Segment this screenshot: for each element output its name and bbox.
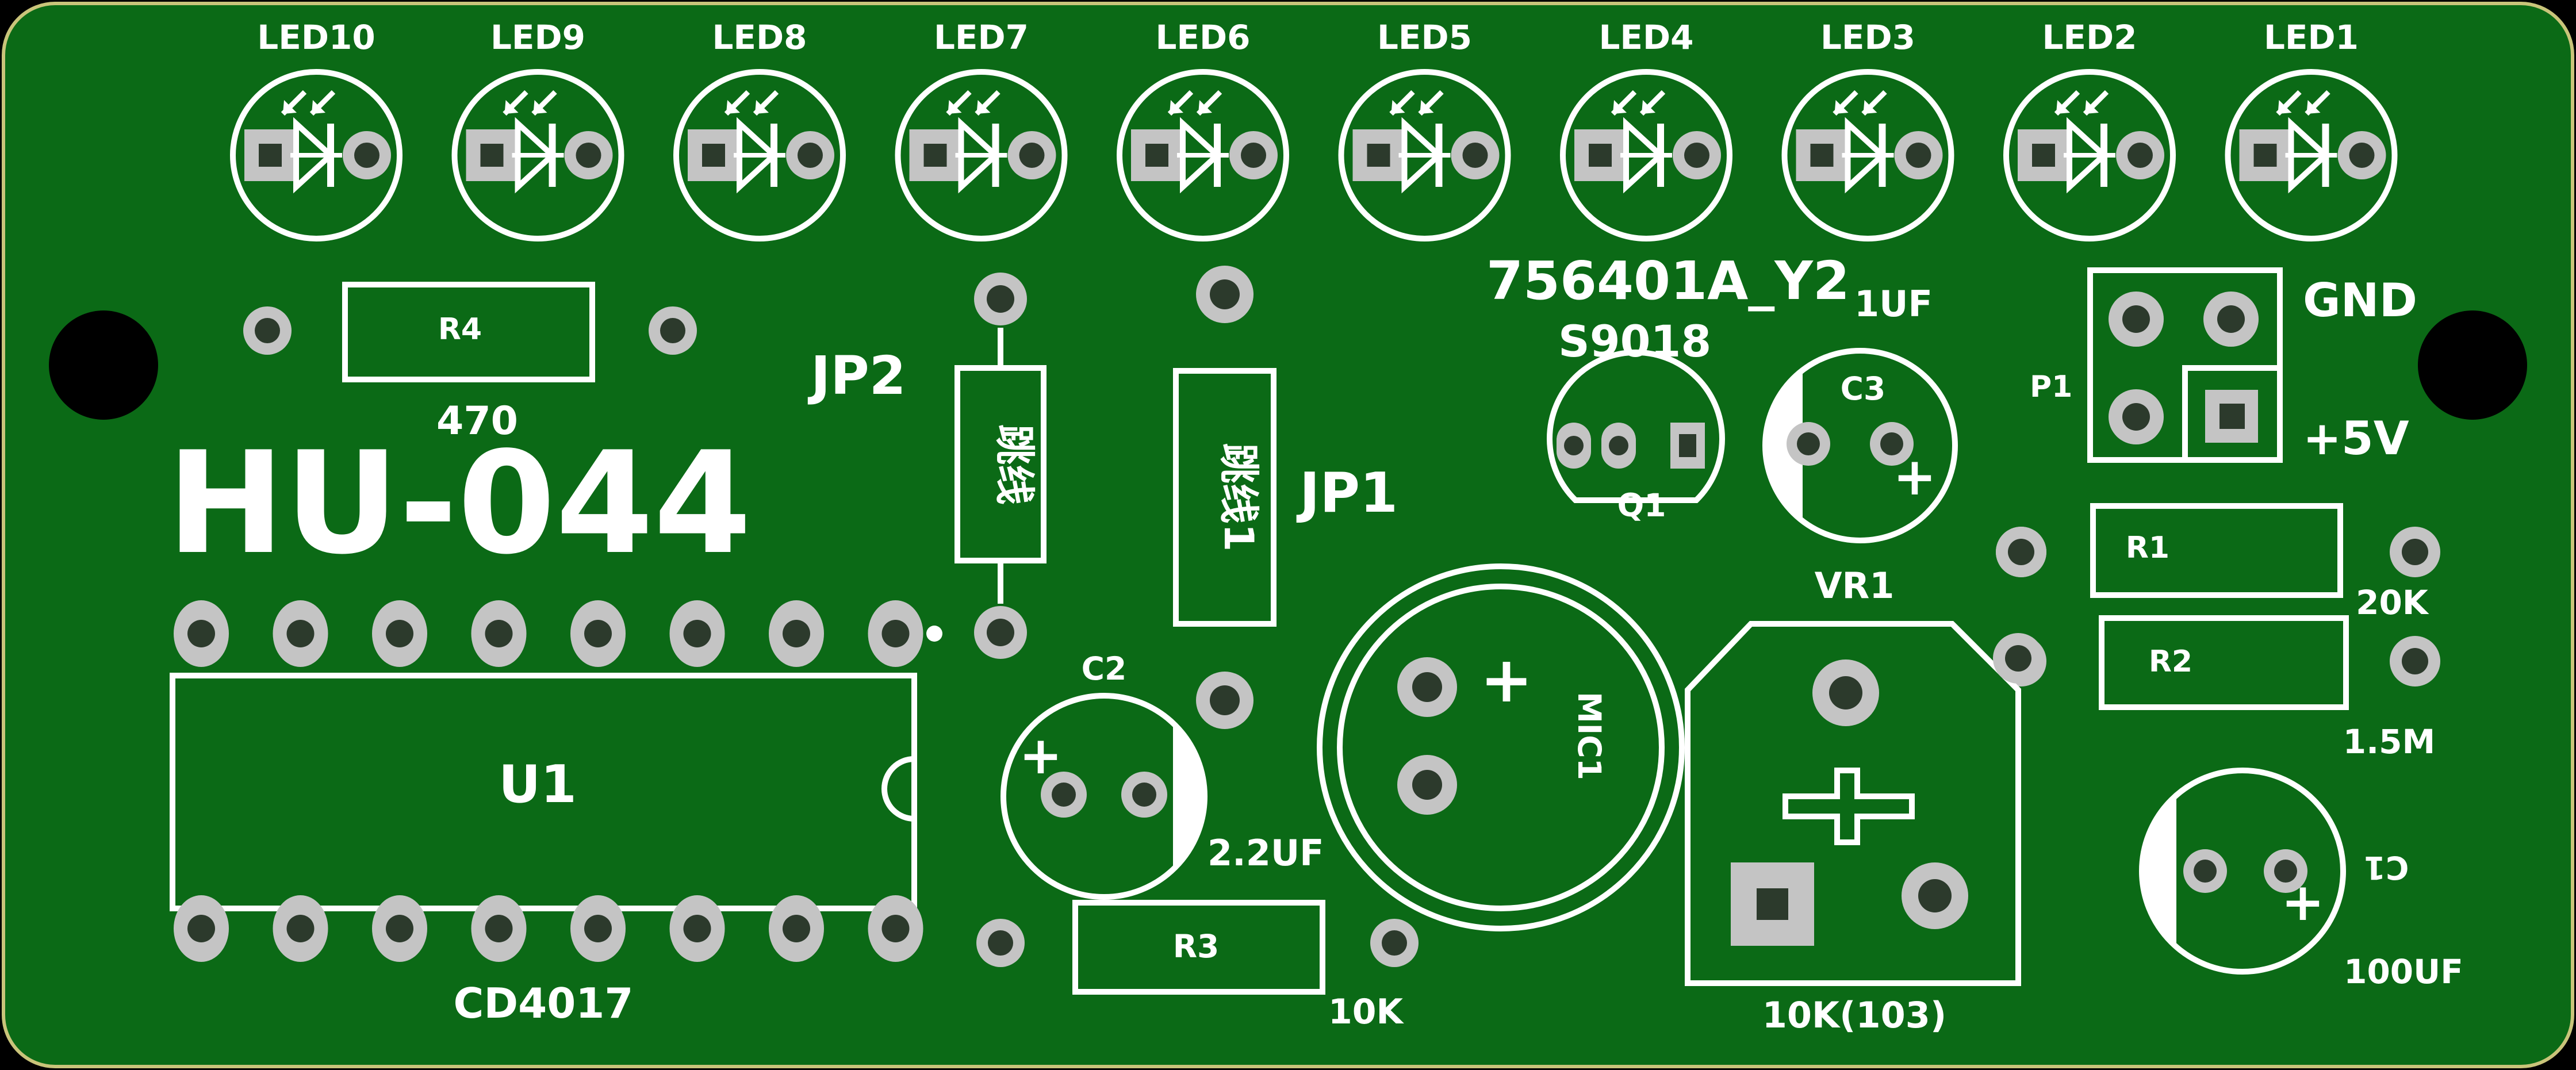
led-led8: LED8 <box>673 18 846 241</box>
led-led3: LED3 <box>1781 18 1954 241</box>
r4-ref: R4 <box>438 312 482 347</box>
led-led2: LED2 <box>2003 18 2176 241</box>
q1-part: S9018 <box>1558 316 1711 367</box>
jumper-jp2: 跳线 JP2 <box>807 273 1046 659</box>
jp2-body: 跳线 <box>991 424 1038 505</box>
c3-value: 1UF <box>1854 283 1933 325</box>
jumper-jp1: 跳线1 JP1 <box>1173 266 1398 729</box>
potentiometer-vr1: VR1 10K(103) <box>1685 565 2021 1036</box>
mic1-ref: MIC1 <box>1571 692 1608 780</box>
capacitor-c2: C2 + 2.2UF <box>1000 650 1324 900</box>
led-label: LED3 <box>1820 18 1915 57</box>
part-number: 756401A_Y2 <box>1486 250 1850 312</box>
led-outline <box>1117 69 1289 241</box>
u1-part: CD4017 <box>454 979 634 1027</box>
light-arrows-icon <box>1167 90 1222 116</box>
capacitor-c1: + C1 100UF <box>2139 768 2463 991</box>
jp1-ref: JP1 <box>1296 462 1398 525</box>
led-led1: LED1 <box>2225 18 2398 241</box>
u1-ref: U1 <box>499 754 577 815</box>
led-outline <box>230 69 402 241</box>
led-outline <box>451 69 624 241</box>
light-arrows-icon <box>1611 90 1666 116</box>
board-title: HU-044 <box>167 421 752 585</box>
led-label: LED9 <box>490 18 585 57</box>
led-label: LED1 <box>2264 18 2359 57</box>
c2-value: 2.2UF <box>1208 832 1324 874</box>
header-p1: P1 GND +5V <box>2030 267 2417 465</box>
led-label: LED8 <box>712 18 807 57</box>
r3-ref: R3 <box>1173 928 1220 965</box>
transistor-q1: S9018 Q1 <box>1547 316 1725 524</box>
jp1-body: 跳线1 <box>1215 443 1262 552</box>
r1-value: 20K <box>2356 583 2429 622</box>
led-label: LED5 <box>1377 18 1472 57</box>
r2-value: 1.5M <box>2343 722 2435 761</box>
mic1-plus: + <box>1480 643 1533 716</box>
jp2-ref: JP2 <box>807 345 906 406</box>
c1-ref: C1 <box>2364 849 2409 886</box>
resistor-r3: R3 10K <box>976 900 1419 1032</box>
led-row: LED10 LED9 LED8 LED7 LED6 LED5 LED4 LED3 LED2 LED… <box>230 18 2398 241</box>
led-label: LED7 <box>934 18 1029 57</box>
led-outline <box>2225 69 2398 241</box>
led-led7: LED7 <box>895 18 1068 241</box>
c2-plus: + <box>1019 726 1062 786</box>
led-label: LED10 <box>257 18 375 57</box>
r3-value: 10K <box>1328 992 1404 1032</box>
q1-ref: Q1 <box>1617 487 1666 524</box>
led-label: LED4 <box>1598 18 1693 57</box>
r2-ref: R2 <box>2149 645 2192 679</box>
light-arrows-icon <box>1389 90 1444 116</box>
led-led10: LED10 <box>230 18 402 241</box>
light-arrows-icon <box>1833 90 1887 116</box>
p1-gnd: GND <box>2303 274 2417 327</box>
light-arrows-icon <box>2054 90 2109 116</box>
vr1-value: 10K(103) <box>1762 994 1946 1036</box>
microphone-mic1: + MIC1 <box>1317 563 1685 931</box>
light-arrows-icon <box>2276 90 2330 116</box>
capacitor-c3: 1UF C3 + <box>1762 283 1958 543</box>
light-arrows-icon <box>946 90 1000 116</box>
r1-ref: R1 <box>2126 531 2169 565</box>
vr1-ref: VR1 <box>1815 565 1895 607</box>
led-led9: LED9 <box>451 18 624 241</box>
led-outline <box>895 69 1068 241</box>
led-outline <box>673 69 846 241</box>
light-arrows-icon <box>281 90 336 116</box>
c3-ref: C3 <box>1841 370 1886 407</box>
light-arrows-icon <box>503 90 557 116</box>
ic-u1: U1 CD4017 <box>170 600 942 1027</box>
led-outline <box>1338 69 1511 241</box>
pads-near-vr1 <box>1993 527 2046 684</box>
led-label: LED6 <box>1155 18 1250 57</box>
light-arrows-icon <box>724 90 779 116</box>
p1-vcc: +5V <box>2303 412 2409 465</box>
c1-plus: + <box>2281 872 2324 933</box>
led-led4: LED4 <box>1560 18 1732 241</box>
resistor-r4: R4 470 <box>243 282 697 444</box>
p1-ref: P1 <box>2030 370 2072 404</box>
led-led6: LED6 <box>1117 18 1289 241</box>
led-label: LED2 <box>2042 18 2137 57</box>
mounting-hole-left <box>49 310 158 420</box>
led-outline <box>2003 69 2176 241</box>
r4-value: 470 <box>436 398 518 444</box>
c1-value: 100UF <box>2344 952 2463 991</box>
mounting-hole-right <box>2418 310 2527 420</box>
led-outline <box>1560 69 1732 241</box>
led-outline <box>1781 69 1954 241</box>
c3-plus: + <box>1893 447 1936 507</box>
c2-ref: C2 <box>1082 650 1127 687</box>
led-led5: LED5 <box>1338 18 1511 241</box>
